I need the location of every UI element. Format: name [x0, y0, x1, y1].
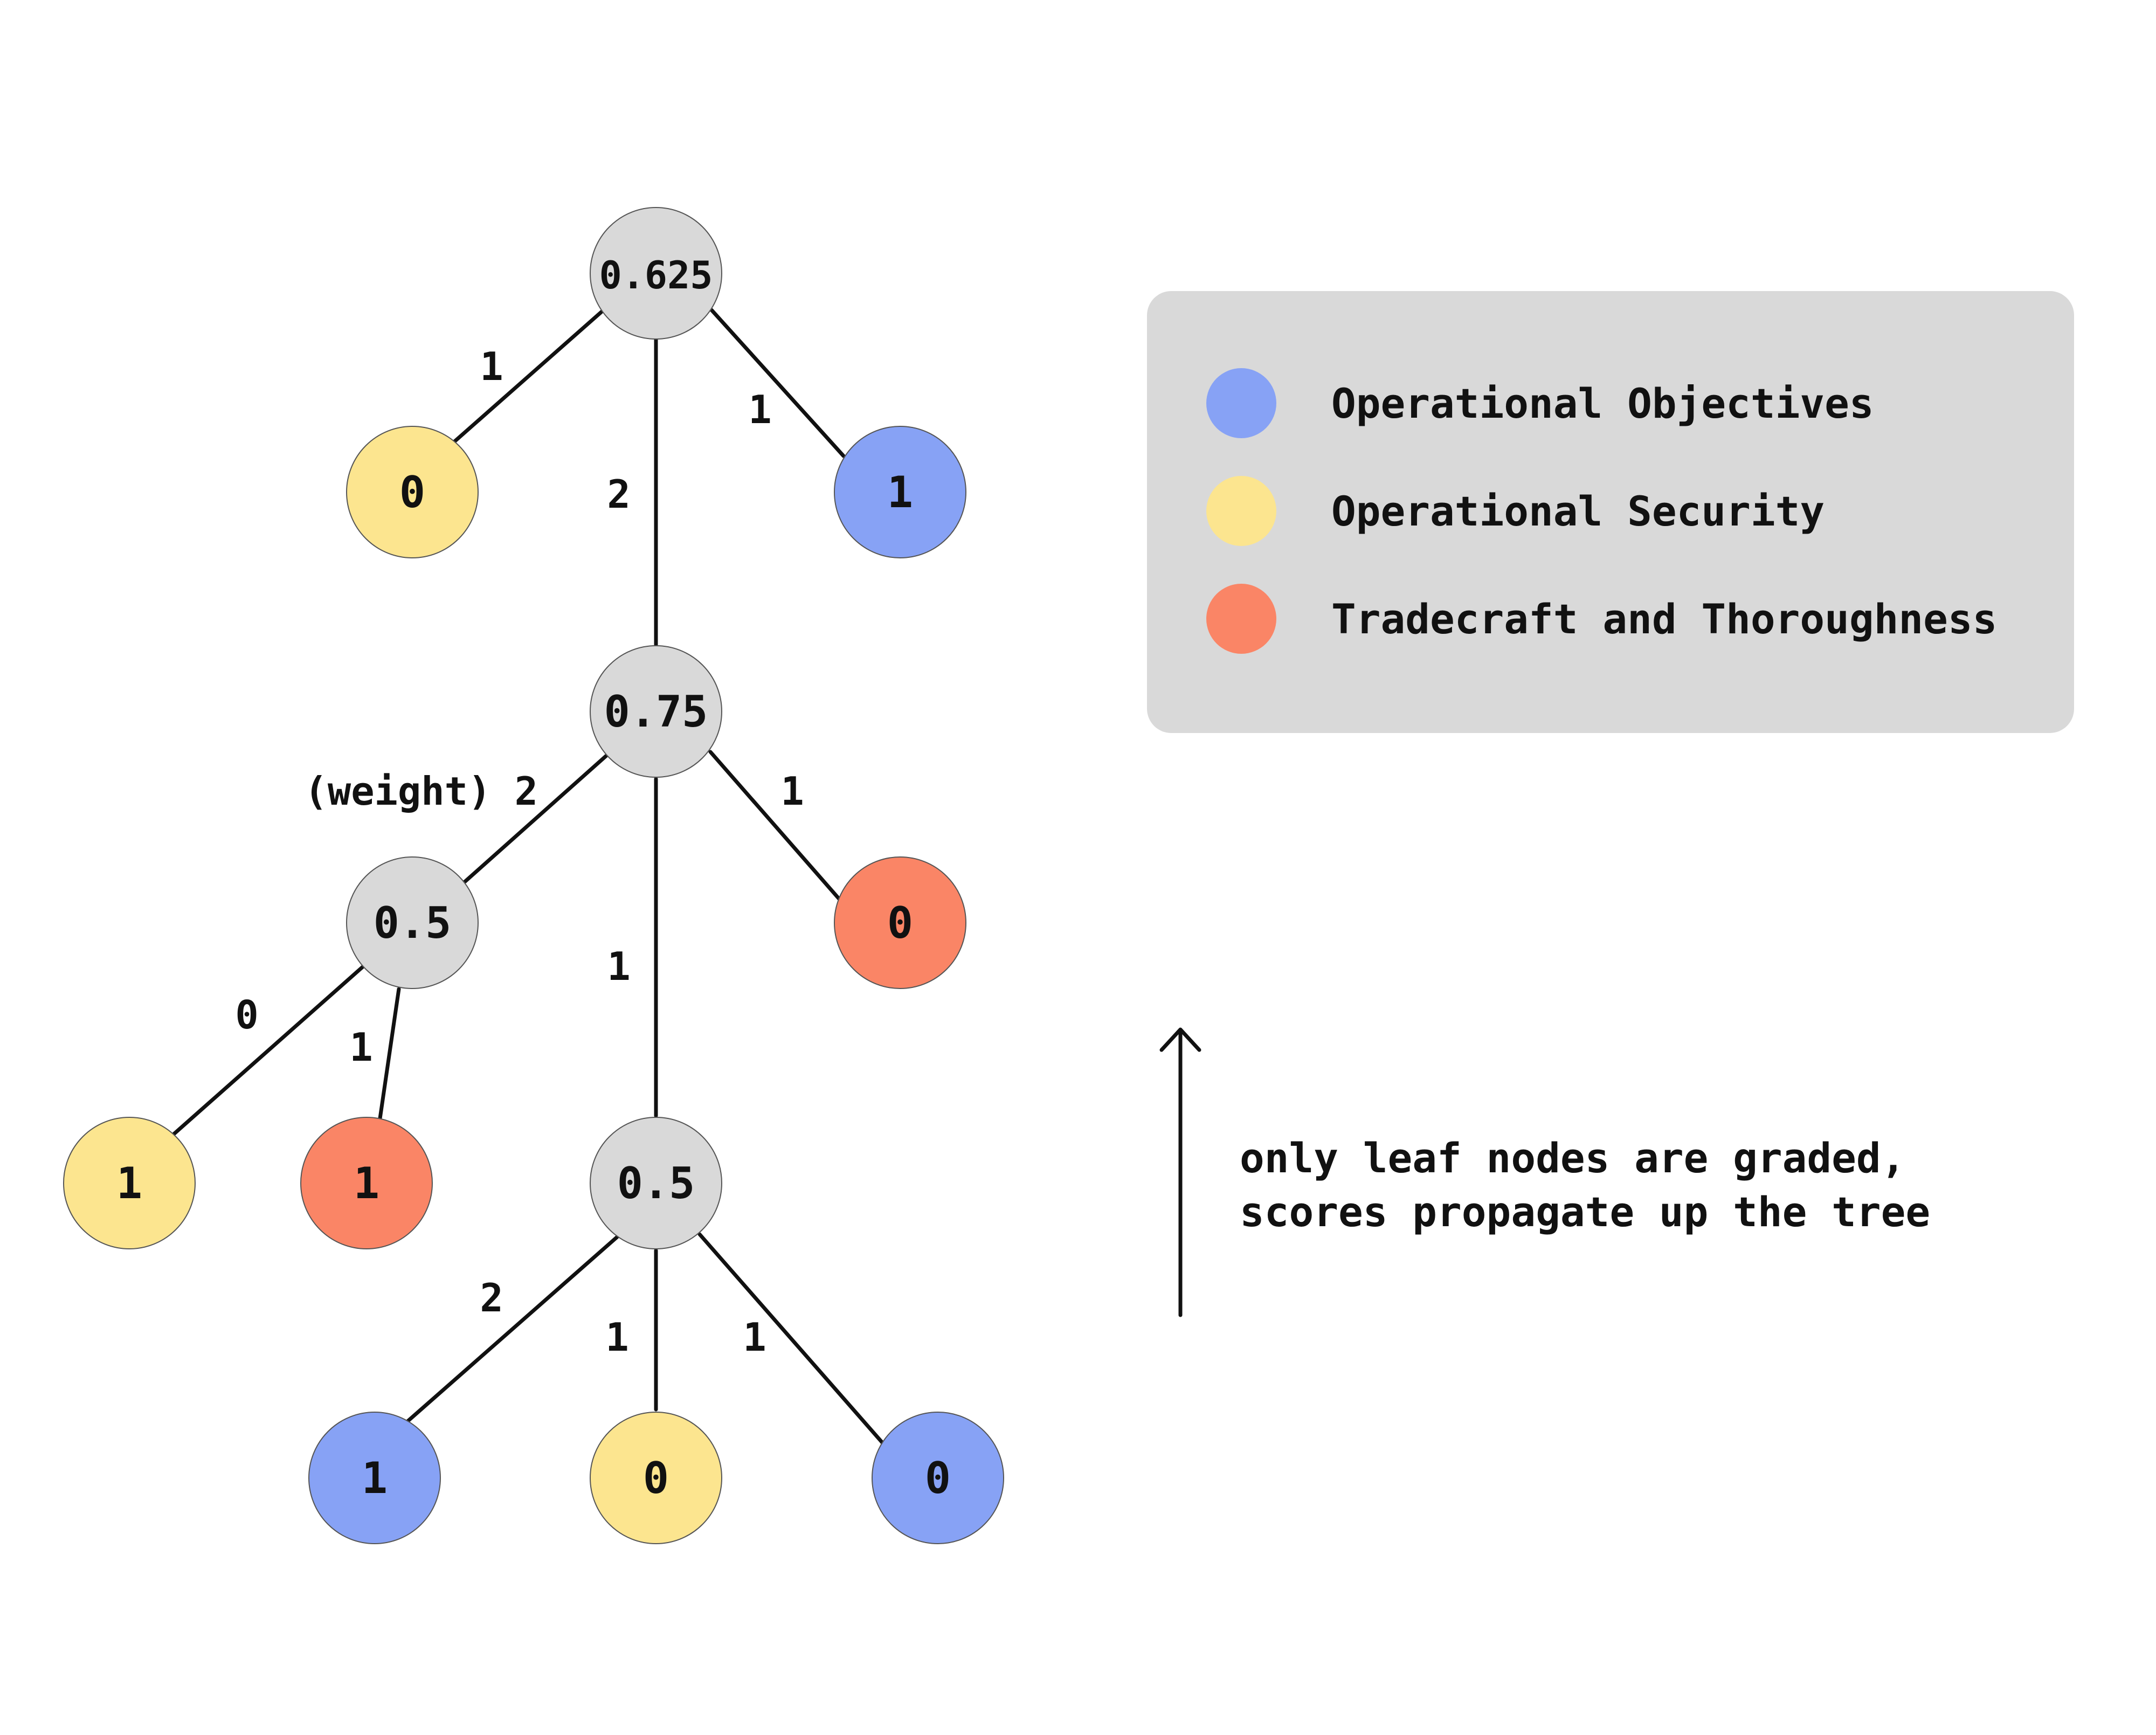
node-root-circle	[590, 207, 722, 340]
edge-mid-to-left-sub	[461, 754, 609, 885]
node-low-leaf-c: 0	[872, 1412, 1004, 1544]
weight-low-sub-to-b: 1	[605, 1315, 628, 1360]
node-left-sub-circle	[346, 856, 479, 989]
node-left-sub: 0.5	[346, 856, 479, 989]
node-low-sub: 0.5	[590, 1117, 722, 1249]
node-mid-right-leaf-score: 0	[887, 898, 913, 948]
node-low-leaf-a-score: 1	[362, 1453, 388, 1503]
node-mid: 0.75	[590, 645, 722, 778]
edge-weight-labels: 1 2 1 (weight) 2 1 1 0 1 2 1 1	[235, 344, 804, 1360]
node-low-leaf-b-score: 0	[643, 1453, 669, 1503]
arrow-head	[1159, 1027, 1201, 1052]
node-left-sub-leaf-b-circle	[300, 1117, 433, 1249]
weight-mid-to-left-sub: (weight) 2	[305, 769, 538, 814]
edge-low-sub-to-c	[697, 1232, 886, 1447]
node-low-sub-circle	[590, 1117, 722, 1249]
weight-mid-to-right: 1	[780, 769, 804, 814]
node-mid-right-leaf-circle	[834, 856, 966, 989]
legend-background	[1147, 291, 2074, 733]
node-left-sub-score: 0.5	[374, 898, 452, 948]
node-root-left-leaf-score: 0	[399, 467, 425, 517]
node-low-leaf-c-score: 0	[925, 1453, 951, 1503]
node-root-right-leaf-score: 1	[887, 467, 913, 517]
node-left-sub-leaf-b: 1	[300, 1117, 433, 1249]
legend-item-tradecraft-and-thoroughness: Tradecraft and Thoroughness	[1206, 584, 1997, 654]
node-low-leaf-a: 1	[308, 1412, 441, 1544]
weight-root-to-left: 1	[480, 344, 503, 389]
weight-low-sub-to-c: 1	[743, 1315, 766, 1360]
legend-label-operational-security: Operational Security	[1331, 487, 1825, 535]
node-root-left-leaf-circle	[346, 426, 479, 558]
node-root: 0.625	[590, 207, 722, 340]
weight-root-to-right: 1	[748, 387, 771, 432]
node-root-score: 0.625	[599, 253, 713, 298]
node-left-sub-leaf-a: 1	[63, 1117, 196, 1249]
node-mid-score: 0.75	[604, 687, 708, 737]
legend-swatch-tradecraft-and-thoroughness	[1206, 584, 1276, 654]
legend-swatch-operational-security	[1206, 476, 1276, 546]
node-mid-right-leaf: 0	[834, 856, 966, 989]
node-left-sub-leaf-a-circle	[63, 1117, 196, 1249]
note-line-2: scores propagate up the tree	[1240, 1188, 1930, 1236]
legend: Operational Objectives Operational Secur…	[1147, 291, 2074, 733]
edge-left-sub-to-a	[169, 964, 366, 1138]
weight-left-sub-to-b: 1	[349, 1025, 372, 1070]
note-line-1: only leaf nodes are graded,	[1240, 1134, 1905, 1182]
propagation-note: only leaf nodes are graded, scores propa…	[1240, 1134, 1930, 1236]
edge-left-sub-to-b	[378, 987, 401, 1121]
weight-root-to-mid: 2	[607, 472, 630, 517]
node-low-leaf-c-circle	[872, 1412, 1004, 1544]
edge-root-to-left	[451, 308, 606, 445]
node-root-right-leaf-circle	[834, 426, 966, 558]
node-root-left-leaf: 0	[346, 426, 479, 558]
edge-mid-to-right	[708, 750, 841, 901]
node-mid-circle	[590, 645, 722, 778]
legend-label-tradecraft-and-thoroughness: Tradecraft and Thoroughness	[1331, 595, 1997, 643]
legend-label-operational-objectives: Operational Objectives	[1331, 379, 1874, 427]
legend-item-operational-security: Operational Security	[1206, 476, 1825, 546]
weight-left-sub-to-a: 0	[235, 992, 258, 1038]
node-root-right-leaf: 1	[834, 426, 966, 558]
node-low-leaf-b-circle	[590, 1412, 722, 1544]
legend-swatch-operational-objectives	[1206, 368, 1276, 438]
legend-item-operational-objectives: Operational Objectives	[1206, 368, 1874, 438]
tree-edges	[169, 308, 886, 1447]
edge-root-to-right	[709, 308, 846, 458]
weight-low-sub-to-a: 2	[480, 1275, 503, 1321]
node-left-sub-leaf-b-score: 1	[354, 1158, 379, 1208]
edge-low-sub-to-a	[405, 1235, 619, 1424]
node-low-sub-score: 0.5	[617, 1158, 695, 1208]
weight-mid-to-low-sub: 1	[607, 944, 630, 989]
node-low-leaf-b: 0	[590, 1412, 722, 1544]
node-left-sub-leaf-a-score: 1	[116, 1158, 142, 1208]
node-low-leaf-a-circle	[308, 1412, 441, 1544]
tree-nodes: 0.625 0 1 0.75 0 0.5 1 1	[63, 207, 1004, 1544]
propagation-arrow	[1159, 1027, 1201, 1317]
